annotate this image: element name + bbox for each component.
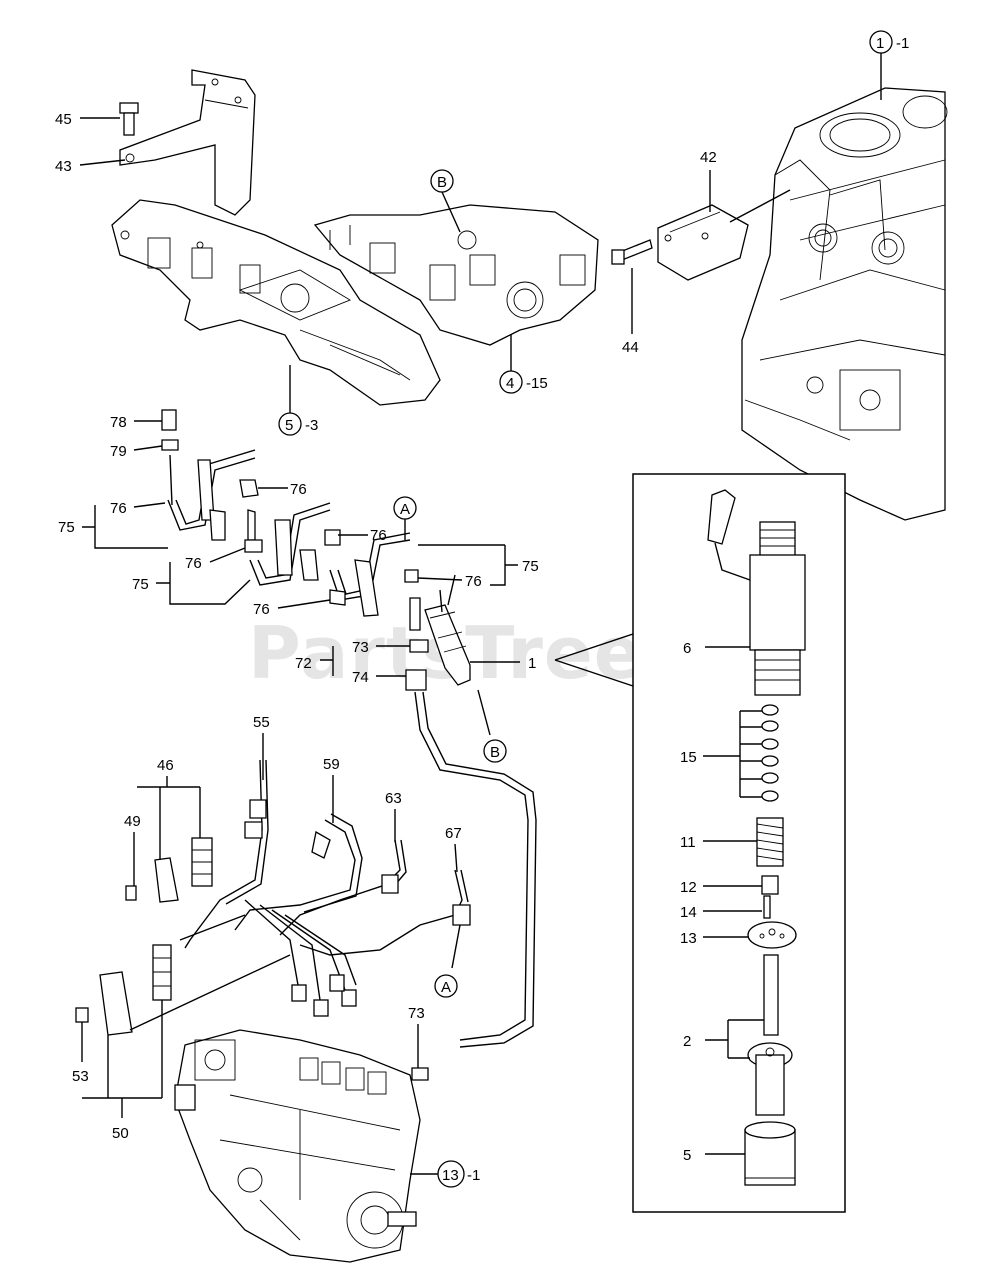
label-76-a: 76 bbox=[110, 500, 127, 517]
nozzle-assembly-illustration bbox=[405, 589, 471, 691]
nut-illustration bbox=[744, 1121, 796, 1186]
label-73-a: 73 bbox=[352, 639, 369, 656]
callout-1-num: 1 bbox=[876, 35, 884, 52]
cylinder-head-illustration bbox=[313, 204, 599, 346]
ref-B-bottom: B bbox=[490, 744, 500, 761]
label-75-b: 75 bbox=[132, 576, 149, 593]
bolt-45-illustration bbox=[119, 102, 139, 136]
ref-A-bottom-circle bbox=[434, 974, 458, 998]
label-67: 67 bbox=[445, 825, 462, 842]
callout-13-num: 13 bbox=[442, 1167, 459, 1184]
label-46: 46 bbox=[157, 757, 174, 774]
bracket-43-illustration bbox=[119, 69, 256, 216]
label-14: 14 bbox=[680, 904, 697, 921]
label-78: 78 bbox=[110, 414, 127, 431]
label-76-e: 76 bbox=[465, 573, 482, 590]
label-76-c: 76 bbox=[370, 527, 387, 544]
pipe-clamp-50-illustration bbox=[75, 944, 172, 1036]
injection-pipes-illustration bbox=[184, 759, 471, 1017]
nozzle-illustration bbox=[747, 954, 793, 1116]
ref-A-bottom: A bbox=[441, 979, 451, 996]
callout-4-num: 4 bbox=[506, 375, 514, 392]
cylinder-block-illustration bbox=[741, 87, 948, 521]
label-76-d: 76 bbox=[185, 555, 202, 572]
label-42: 42 bbox=[700, 149, 717, 166]
spring-seat-illustration bbox=[747, 875, 797, 949]
label-1: 1 bbox=[528, 655, 536, 672]
ref-B-bottom-circle bbox=[483, 739, 507, 763]
intake-manifold-illustration bbox=[111, 199, 441, 406]
return-pipe-illustration bbox=[161, 409, 421, 631]
callout-5-num: 5 bbox=[285, 417, 293, 434]
nozzle-holder-illustration bbox=[707, 489, 806, 696]
label-74: 74 bbox=[352, 669, 369, 686]
bracket-42-illustration bbox=[611, 204, 749, 281]
label-79: 79 bbox=[110, 443, 127, 460]
banjo-bolt-illustration bbox=[411, 1067, 429, 1081]
label-76-b: 76 bbox=[290, 481, 307, 498]
callout-5-suffix: -3 bbox=[305, 417, 318, 434]
label-5: 5 bbox=[683, 1147, 691, 1164]
label-72: 72 bbox=[295, 655, 312, 672]
label-13: 13 bbox=[680, 930, 697, 947]
label-75-a: 75 bbox=[58, 519, 75, 536]
label-75-c: 75 bbox=[522, 558, 539, 575]
label-44: 44 bbox=[622, 339, 639, 356]
label-15: 15 bbox=[680, 749, 697, 766]
label-2: 2 bbox=[683, 1033, 691, 1050]
spring-illustration bbox=[756, 817, 784, 867]
label-50: 50 bbox=[112, 1125, 129, 1142]
ref-A-top: A bbox=[400, 501, 410, 518]
label-43: 43 bbox=[55, 158, 72, 175]
label-76-f: 76 bbox=[253, 601, 270, 618]
label-45: 45 bbox=[55, 111, 72, 128]
label-49: 49 bbox=[124, 813, 141, 830]
callout-4-suffix: -15 bbox=[526, 375, 548, 392]
label-12: 12 bbox=[680, 879, 697, 896]
injection-pump-illustration bbox=[174, 1029, 421, 1263]
ref-B-top: B bbox=[437, 174, 447, 191]
callout-1-suffix: -1 bbox=[896, 35, 909, 52]
label-73-b: 73 bbox=[408, 1005, 425, 1022]
label-63: 63 bbox=[385, 790, 402, 807]
label-11: 11 bbox=[680, 834, 696, 851]
callout-13-suffix: -1 bbox=[467, 1167, 480, 1184]
nozzle-detail-box bbox=[632, 473, 846, 1213]
pipe-clamp-46-illustration bbox=[125, 837, 213, 903]
label-6: 6 bbox=[683, 640, 691, 657]
label-59: 59 bbox=[323, 756, 340, 773]
label-53: 53 bbox=[72, 1068, 89, 1085]
label-55: 55 bbox=[253, 714, 270, 731]
